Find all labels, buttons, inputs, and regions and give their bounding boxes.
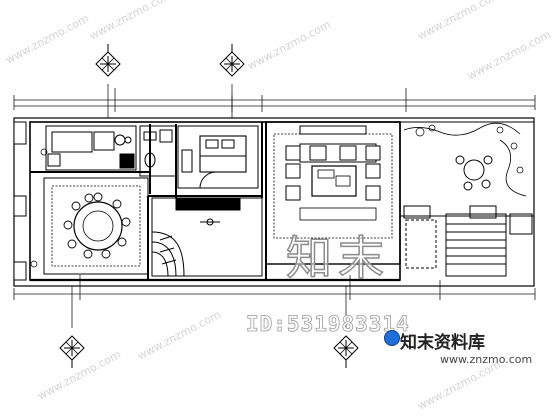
brand-name: 知末资料库	[400, 333, 485, 353]
watermark-text: www.znzmo.com	[3, 12, 91, 67]
north-arrow-diamond-icon	[219, 44, 245, 77]
watermark-logo: 知末	[285, 230, 390, 286]
interior-walls	[30, 122, 267, 280]
top-dimension-line	[13, 88, 536, 112]
living-room	[265, 121, 401, 265]
north-arrow-diamond-icon	[95, 44, 121, 77]
spiral-stair-icon	[151, 231, 185, 277]
garden-table-icon	[455, 155, 493, 191]
bed-icon	[199, 135, 247, 173]
dining-room	[43, 177, 149, 275]
watermark-text: www.znzmo.com	[87, 0, 175, 43]
sofa-icon	[285, 145, 381, 201]
brand-url: www.znzmo.com	[440, 353, 533, 366]
watermark-text: www.znzmo.com	[415, 358, 503, 413]
dining-chairs	[63, 192, 131, 259]
dining-table-icon	[73, 201, 123, 251]
bedroom	[177, 125, 259, 189]
kitchen-area	[45, 125, 137, 171]
north-arrow-diamond-icon	[59, 335, 85, 368]
watermark-text: www.znzmo.com	[245, 18, 333, 73]
watermark-text: www.znzmo.com	[415, 0, 503, 43]
coffee-table-icon	[311, 165, 357, 197]
watermark-text: www.znzmo.com	[465, 28, 553, 83]
bottom-dimension-line	[13, 275, 536, 300]
garden-courtyard	[30, 121, 535, 268]
shrubs	[30, 124, 524, 268]
marker-leaders	[71, 84, 347, 328]
watermark-text: www.znzmo.com	[135, 308, 223, 363]
brand-logo-icon	[384, 330, 400, 346]
north-arrow-diamond-icon	[333, 335, 359, 368]
watermark-id: ID:531983314	[246, 312, 410, 337]
stair-hall	[151, 197, 263, 277]
watermark-text: www.znzmo.com	[35, 348, 123, 403]
bathroom	[139, 125, 177, 177]
left-wall-strip	[13, 121, 27, 281]
entry-steps	[405, 213, 533, 277]
